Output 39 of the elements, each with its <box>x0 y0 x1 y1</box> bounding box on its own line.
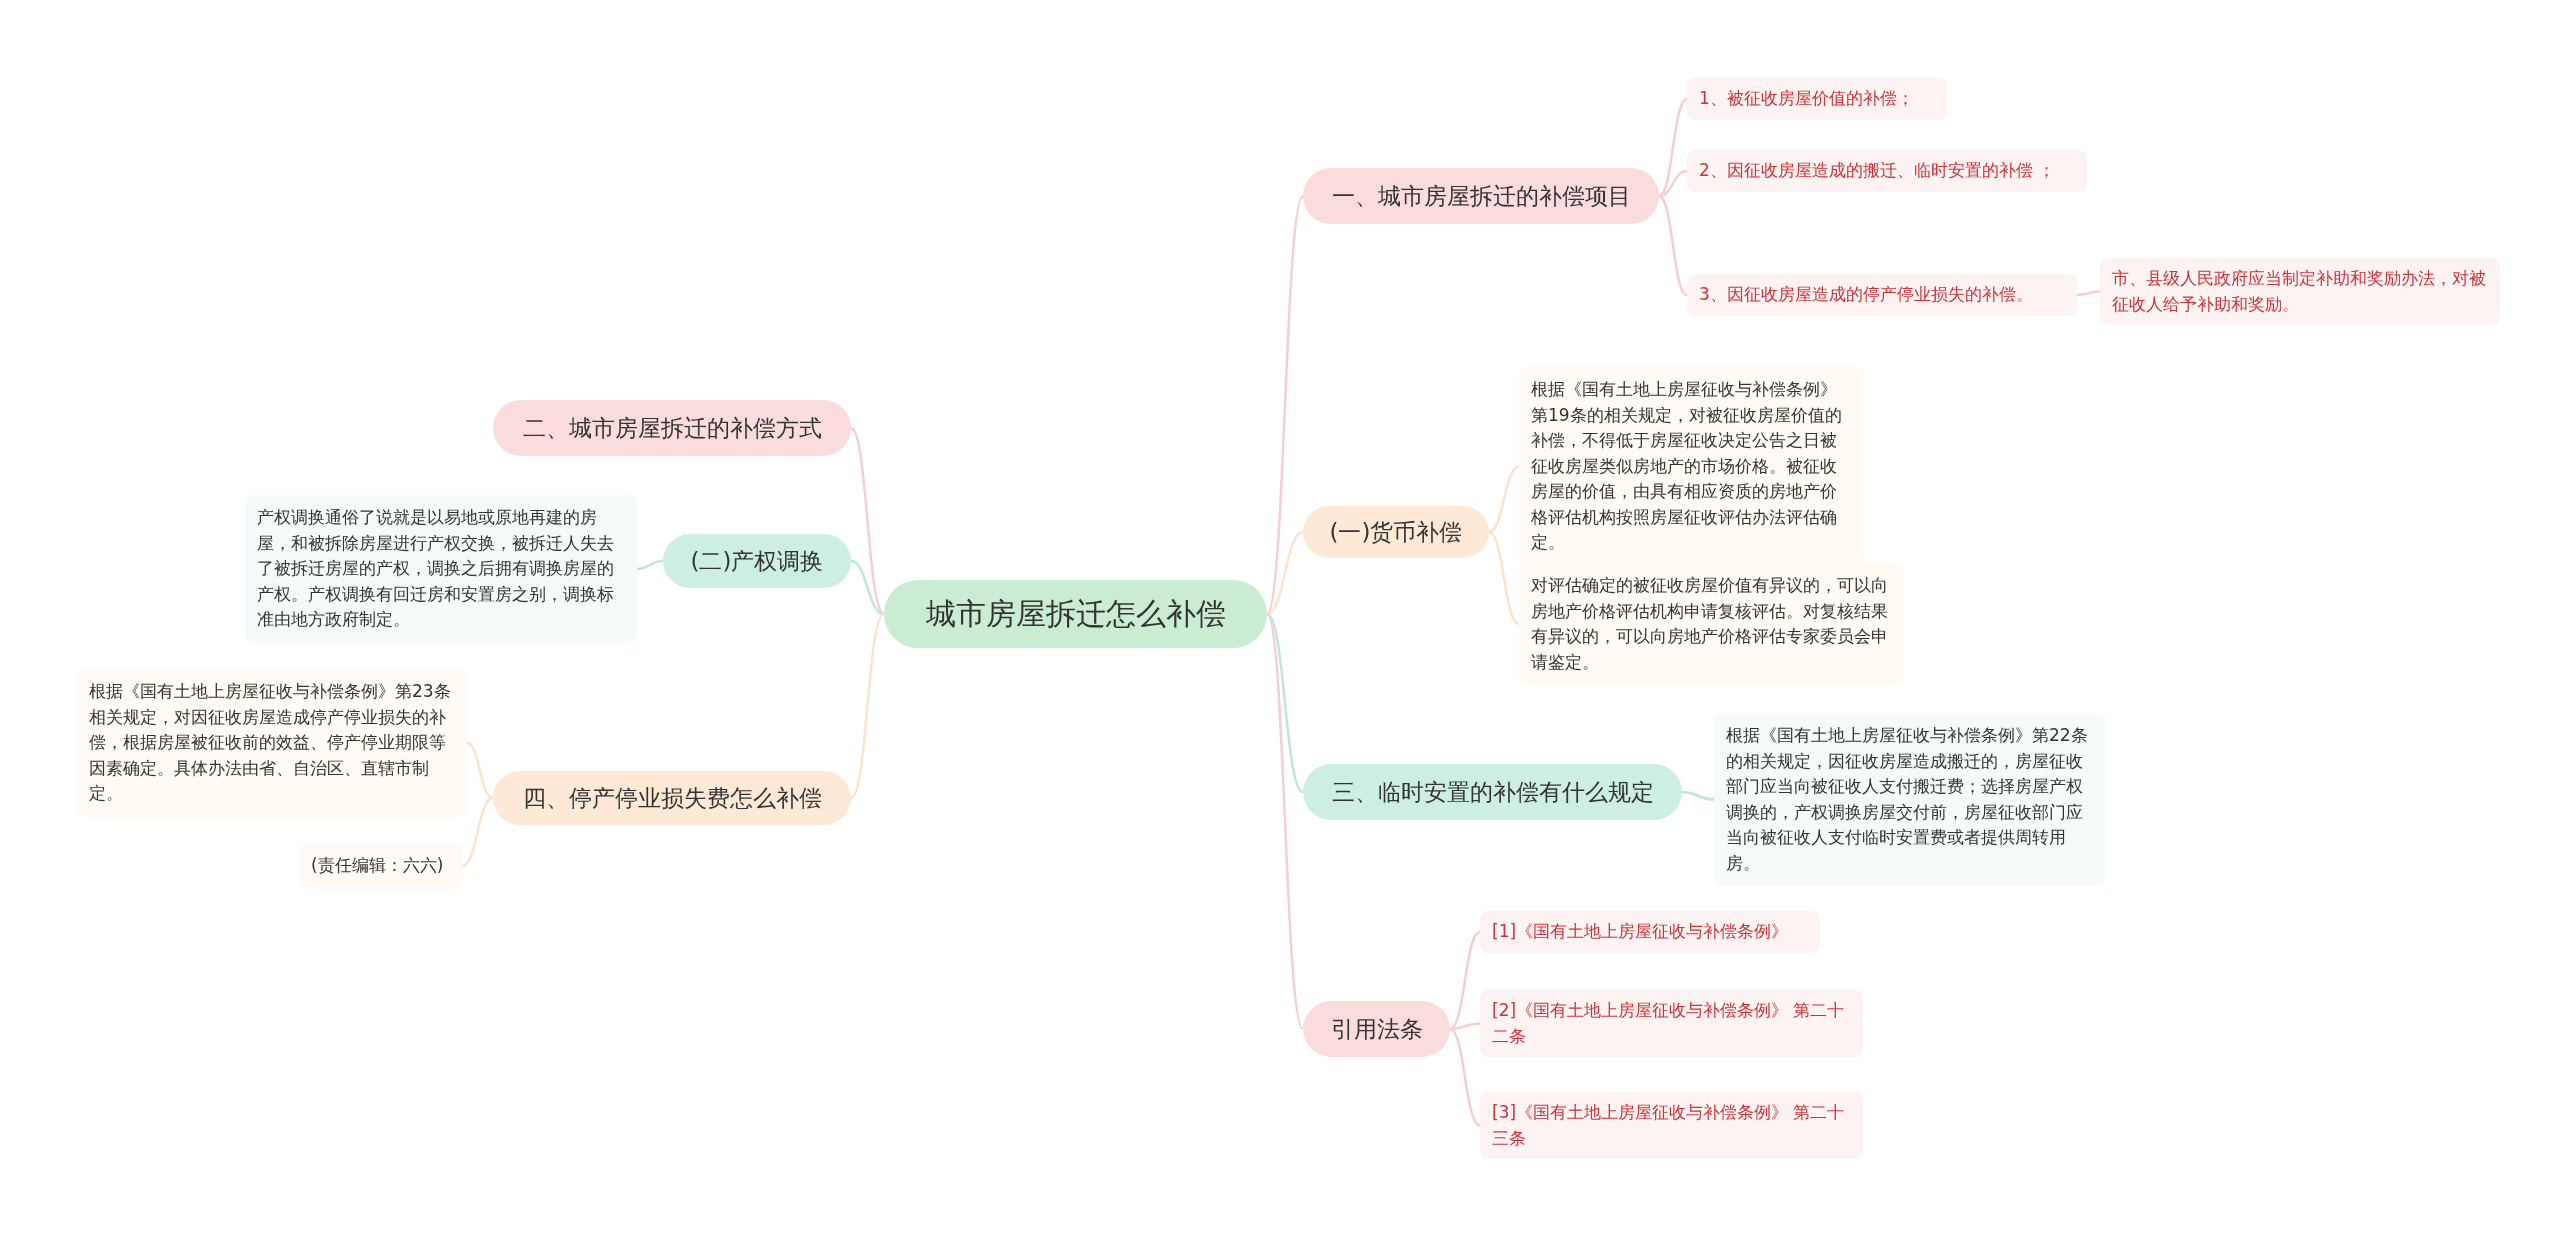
subtopic-card: [3]《国有土地上房屋征收与补偿条例》 第二十三条 <box>1480 1092 1863 1159</box>
subtopic-card: [1]《国有土地上房屋征收与补偿条例》 <box>1480 911 1820 953</box>
connector-line <box>850 559 885 616</box>
connector-line <box>850 427 885 615</box>
branch-topic: (一)货币补偿 <box>1303 506 1489 558</box>
branch-topic: 三、临时安置的补偿有什么规定 <box>1303 764 1682 820</box>
note-card: 产权调换通俗了说就是以易地或原地再建的房屋，和被拆除房屋进行产权交换，被拆迁人失去了被拆迁房屋的产权，调换之后拥有调换房屋的产权。产权调换有回迁房和安置房之别，调换标准由地方政府制定。 <box>245 495 637 643</box>
note-card: 根据《国有土地上房屋征收与补偿条例》第23条相关规定，对因征收房屋造成停产停业损失的补偿，根据房屋被征收前的效益、停产停业期限等因素确定。具体办法由省、自治区、直辖市制定。 <box>77 669 467 817</box>
connector-line <box>461 796 494 868</box>
connector-line <box>1266 613 1304 793</box>
connector-line <box>850 613 885 799</box>
connector-line <box>466 741 494 800</box>
connector-line <box>1658 97 1688 198</box>
branch-topic: 二、城市房屋拆迁的补偿方式 <box>493 400 851 456</box>
connector-line <box>1266 530 1304 616</box>
subtopic-card: 1、被征收房屋价值的补偿； <box>1687 78 1947 120</box>
note-card: 对评估确定的被征收房屋价值有异议的，可以向房地产价格评估机构申请复核评估。对复核结果有异议的，可以向房地产价格评估专家委员会申请鉴定。 <box>1519 563 1904 685</box>
branch-topic: 一、城市房屋拆迁的补偿项目 <box>1303 168 1659 224</box>
central-topic: 城市房屋拆迁怎么补偿 <box>884 580 1267 648</box>
subtopic-card: 2、因征收房屋造成的搬迁、临时安置的补偿 ； <box>1687 150 2087 192</box>
subtopic-card: [2]《国有土地上房屋征收与补偿条例》 第二十二条 <box>1480 990 1863 1057</box>
branch-topic: 四、停产停业损失费怎么补偿 <box>493 771 851 825</box>
note-card: 根据《国有土地上房屋征收与补偿条例》第19条的相关规定，对被征收房屋价值的补偿，不得低于房屋征收决定公告之日被征收房屋类似房地产的市场价格。被征收房屋的价值，由具有相应资质的房地产价格评估机构按照房屋征收评估办法评估确定。 <box>1519 367 1864 566</box>
note-card: 根据《国有土地上房屋征收与补偿条例》第22条的相关规定，因征收房屋造成搬迁的，房屋征收部门应当向被征收人支付搬迁费；选择房屋产权调换的，产权调换房屋交付前，房屋征收部门应当向被征收人支付临时安置费或者提供周转用房。 <box>1714 713 2106 886</box>
connector-line <box>1681 790 1715 801</box>
connector-line <box>636 559 664 571</box>
branch-topic: (二)产权调换 <box>663 534 851 588</box>
connector-line <box>1265 613 1305 1030</box>
note-card: (责任编辑：六六) <box>299 843 462 889</box>
connector-line <box>1265 195 1305 615</box>
connector-line <box>1449 930 1481 1031</box>
subtopic-card: 3、因征收房屋造成的停产停业损失的补偿。 <box>1687 274 2077 316</box>
subtopic-card: 市、县级人民政府应当制定补助和奖励办法，对被征收人给予补助和奖励。 <box>2100 258 2500 325</box>
branch-topic: 引用法条 <box>1303 1001 1450 1057</box>
connector-line <box>1449 1027 1481 1127</box>
connector-line <box>2076 290 2101 297</box>
connector-line <box>1488 465 1520 534</box>
connector-line <box>1658 194 1688 297</box>
connector-line <box>1488 530 1520 626</box>
